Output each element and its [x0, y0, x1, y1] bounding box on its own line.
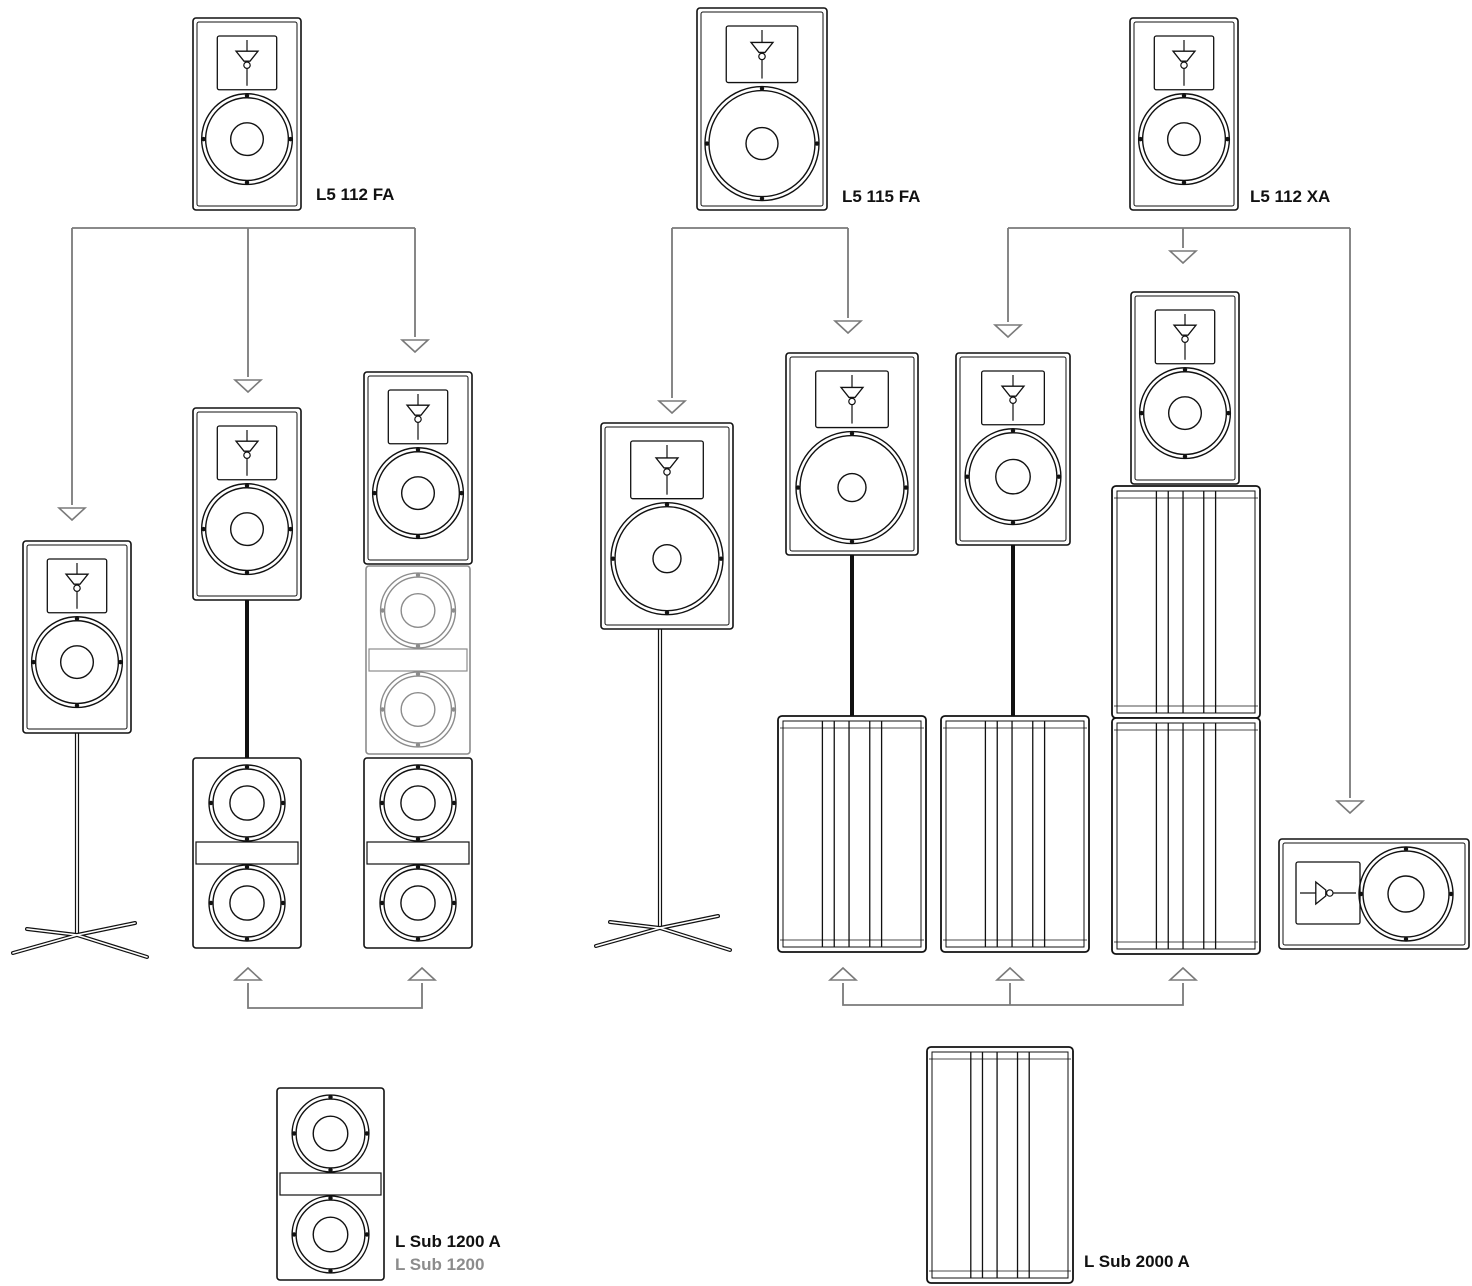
l5-112-fa-on-stand: [22, 540, 132, 734]
label-l5-112-fa: L5 112 FA: [316, 185, 395, 204]
l5-115-fa-on-pole: [785, 352, 919, 556]
l5-112-xa-stacked: [1130, 291, 1240, 485]
label-l-sub-1200: L Sub 1200: [395, 1255, 485, 1274]
l5-112-xa-floor-monitor: [1278, 838, 1470, 950]
l-sub-2000-a-under-115: [777, 715, 927, 953]
l5-115-fa-on-stand: [600, 422, 734, 630]
connector-lines-left-bottom: [232, 966, 438, 1009]
l5-112-fa-on-pole: [192, 407, 302, 601]
box-l5-115-fa-reference: [696, 7, 828, 211]
l5-112-fa-stacked: [363, 371, 473, 565]
l-sub-2000-a-under-112xa: [940, 715, 1090, 953]
box-l5-112-xa-reference: [1129, 17, 1239, 211]
tripod-stand-left: [11, 733, 149, 959]
l-sub-1200-a-reference: [276, 1087, 385, 1281]
label-l-sub-2000-a: L Sub 2000 A: [1084, 1252, 1190, 1271]
label-l5-112-xa: L5 112 XA: [1250, 187, 1331, 206]
tripod-stand-middle: [594, 629, 732, 952]
l-sub-1200-a-under-pole: [192, 757, 302, 949]
l-sub-2000-a-stacked-lower: [1111, 717, 1261, 955]
l-sub-1200-passive-stacked: [365, 565, 471, 755]
label-l-sub-1200-a: L Sub 1200 A: [395, 1232, 501, 1251]
box-l5-112-fa-reference: [192, 17, 302, 211]
l5-112-xa-on-pole: [955, 352, 1071, 546]
label-l5-115-fa: L5 115 FA: [842, 187, 921, 206]
l-sub-1200-a-stacked: [363, 757, 473, 949]
l-sub-2000-a-reference: [926, 1046, 1074, 1284]
connector-lines-middle-bottom: [827, 966, 1199, 1006]
connector-lines-top: [56, 227, 1366, 815]
l-sub-2000-a-stacked-upper: [1111, 485, 1261, 719]
